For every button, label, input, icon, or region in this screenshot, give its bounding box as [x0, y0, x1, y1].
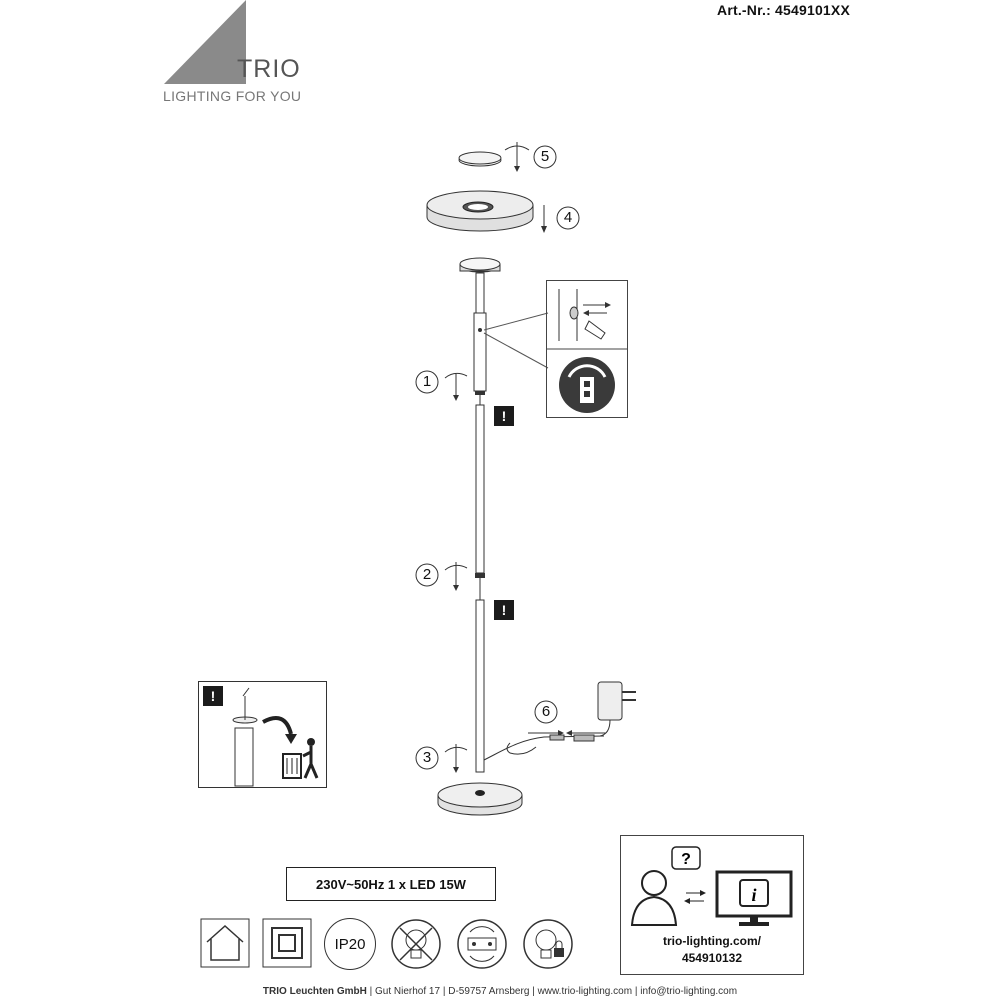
switch-detail-box [546, 280, 628, 418]
step-number: 3 [422, 749, 432, 766]
info-link-line1[interactable]: trio-lighting.com/ [663, 934, 761, 948]
info-box [620, 835, 804, 975]
lamp-head [426, 190, 534, 232]
svg-text:i: i [751, 885, 756, 905]
step-number: 2 [422, 566, 432, 583]
adapter-plug-icon [597, 681, 636, 737]
info-link-line2[interactable]: 454910132 [681, 951, 743, 965]
dimmer-switch-icon [547, 289, 627, 413]
step-number: 6 [541, 703, 551, 720]
warning-icon: ! [203, 686, 223, 706]
footer-city: D-59757 Arnsberg [448, 986, 530, 997]
driver-replace-icon [457, 919, 507, 969]
footer: TRIO Leuchten GmbH | Gut Nierhof 17 | D-… [262, 986, 738, 997]
step-number: 4 [563, 209, 573, 226]
disposal-box: ! [198, 681, 327, 788]
footer-address: Gut Nierhof 17 [375, 986, 441, 997]
no-bulb-replace-icon [391, 919, 441, 969]
cover-disc [458, 151, 502, 167]
indoor-use-icon [200, 918, 250, 968]
step-number: 5 [540, 148, 550, 165]
warning-icon: ! [494, 600, 514, 620]
warning-icon: ! [494, 406, 514, 426]
ip-rating-label: IP20 [334, 935, 366, 953]
brand-name: TRIO [237, 55, 301, 83]
class-ii-icon [262, 918, 312, 968]
brand-tagline: LIGHTING FOR YOU [163, 88, 302, 104]
monitor-info-icon: i [715, 870, 793, 926]
ip-rating-icon: IP20 [324, 918, 376, 970]
footer-email[interactable]: info@trio-lighting.com [640, 986, 738, 997]
rotate-arrow-icon [444, 562, 468, 591]
led-non-replaceable-icon [523, 919, 573, 969]
article-number: Art.-Nr.: 4549101XX [717, 2, 850, 18]
svg-text:?: ? [681, 851, 691, 868]
rotate-arrow-icon [444, 372, 468, 401]
trio-logo-icon [164, 0, 246, 84]
lamp-base [437, 782, 523, 816]
footer-company: TRIO Leuchten GmbH [262, 986, 367, 997]
footer-website[interactable]: www.trio-lighting.com [537, 986, 633, 997]
disposal-icon [232, 687, 319, 787]
rotate-arrow-icon [444, 744, 468, 773]
step-number: 1 [422, 373, 432, 390]
spec-label: 230V~50Hz 1 x LED 15W [286, 867, 496, 901]
rotate-arrow-icon [504, 142, 530, 172]
question-person-icon: ? [630, 846, 706, 926]
down-arrow-icon [541, 205, 547, 233]
